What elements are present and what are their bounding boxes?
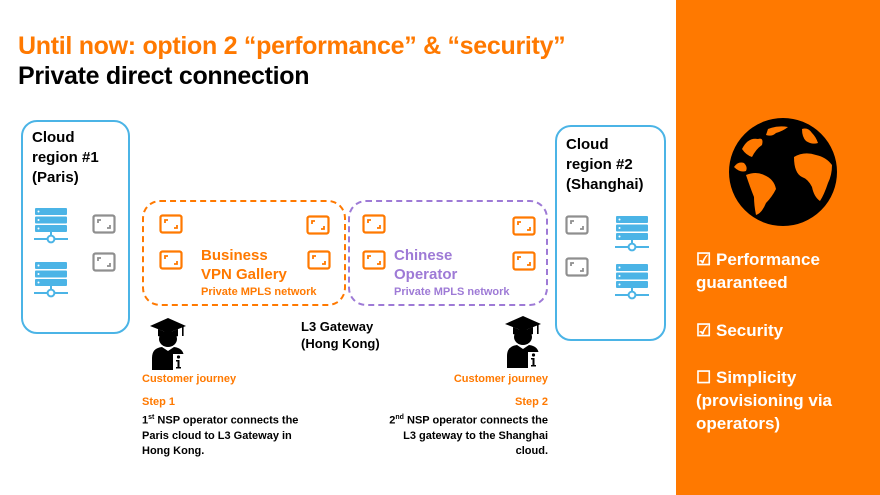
checkbox-unchecked-icon: ☐ (696, 368, 712, 387)
benefit-line: ☑ Security (696, 319, 783, 342)
step-desc-line: 1st NSP operator connects the (142, 410, 298, 429)
cloud-region-paris: Cloud region #1 (Paris) (21, 120, 130, 334)
network-port-icon (159, 214, 183, 234)
globe-icon (729, 118, 837, 226)
customer-journey-icon (505, 316, 541, 368)
benefits-panel: ☑ Performance guaranteed ☑ Security ☐ Si… (676, 0, 880, 495)
network-port-icon (362, 250, 386, 270)
slide-title: Until now: option 2 “performance” & “sec… (18, 32, 566, 60)
network-port-icon (307, 250, 331, 270)
ordinal-number: 2 (389, 414, 396, 427)
network-port-icon (92, 214, 116, 234)
benefit-simplicity: ☐ Simplicity (provisioning via operators… (696, 366, 832, 435)
ordinal-suffix: st (148, 414, 155, 421)
network-port-icon (306, 215, 330, 235)
server-icon (33, 208, 69, 244)
server-icon (614, 216, 650, 252)
checkbox-checked-icon: ☑ (696, 321, 712, 340)
step-desc-line: cloud. (515, 444, 548, 457)
cloud-label-line: region #1 (32, 149, 99, 166)
network-business-vpn-gallery: Business VPN Gallery Private MPLS networ… (142, 200, 346, 306)
network-port-icon (565, 215, 589, 235)
cloud-label-line: (Paris) (32, 169, 79, 186)
cloud-label-line: Cloud (32, 129, 75, 146)
benefit-text: Security (715, 321, 784, 340)
network-port-icon (92, 252, 116, 272)
slide-subtitle: Private direct connection (18, 62, 310, 90)
l3-gateway-label: L3 Gateway (Hong Kong) (301, 318, 380, 352)
cloud-label-line: (Shanghai) (566, 176, 644, 193)
benefit-line: (provisioning via (696, 391, 833, 410)
step-description: 2nd NSP operator connects the L3 gateway… (389, 410, 548, 459)
benefit-text: Simplicity (715, 368, 797, 387)
network-port-icon (159, 250, 183, 270)
benefit-line: guaranteed (696, 273, 788, 292)
step-desc-line: Paris cloud to L3 Gateway in (142, 429, 292, 442)
step-label: Step 2 (514, 396, 548, 408)
server-icon (33, 262, 69, 298)
network-name-line: Operator (394, 266, 458, 283)
step-desc-line: 2nd NSP operator connects the (389, 410, 548, 429)
step-desc-line: L3 gateway to the Shanghai (403, 429, 548, 442)
network-chinese-operator: Chinese Operator Private MPLS network (348, 200, 548, 306)
step-desc-text: NSP operator connects the (403, 414, 548, 427)
benefit-security: ☑ Security (696, 319, 783, 342)
network-name: Business VPN Gallery (201, 246, 287, 284)
network-port-icon (512, 251, 536, 271)
benefit-performance: ☑ Performance guaranteed (696, 248, 820, 294)
benefit-line: ☑ Performance (696, 248, 820, 271)
step-desc-line: Hong Kong. (142, 444, 205, 457)
network-name-line: Business (201, 247, 268, 264)
network-subtitle: Private MPLS network (201, 286, 317, 298)
cloud-region-label: Cloud region #2 (Shanghai) (566, 135, 644, 195)
server-icon (614, 264, 650, 300)
step-description: 1st NSP operator connects the Paris clou… (142, 410, 298, 459)
customer-journey-label: Customer journey (142, 373, 237, 385)
checkbox-checked-icon: ☑ (696, 250, 712, 269)
customer-journey-label: Customer journey (453, 373, 548, 385)
network-name-line: Chinese (394, 247, 453, 264)
network-port-icon (362, 214, 386, 234)
gateway-line: L3 Gateway (301, 319, 374, 334)
ordinal-suffix: nd (395, 414, 404, 421)
step-desc-text: NSP operator connects the (154, 414, 299, 427)
benefit-line: operators) (696, 414, 781, 433)
cloud-region-label: Cloud region #1 (Paris) (32, 128, 99, 188)
ordinal-number: 1 (142, 414, 149, 427)
network-port-icon (512, 216, 536, 236)
step-label: Step 1 (142, 396, 176, 408)
customer-journey-icon (150, 318, 186, 370)
network-port-icon (565, 257, 589, 277)
benefit-text: Performance (715, 250, 820, 269)
benefit-line: ☐ Simplicity (696, 366, 832, 389)
cloud-label-line: Cloud (566, 136, 609, 153)
gateway-line: (Hong Kong) (301, 336, 380, 351)
network-name-line: VPN Gallery (201, 266, 287, 283)
network-subtitle: Private MPLS network (394, 286, 510, 298)
cloud-label-line: region #2 (566, 156, 633, 173)
network-name: Chinese Operator (394, 246, 457, 284)
cloud-region-shanghai: Cloud region #2 (Shanghai) (555, 125, 666, 341)
